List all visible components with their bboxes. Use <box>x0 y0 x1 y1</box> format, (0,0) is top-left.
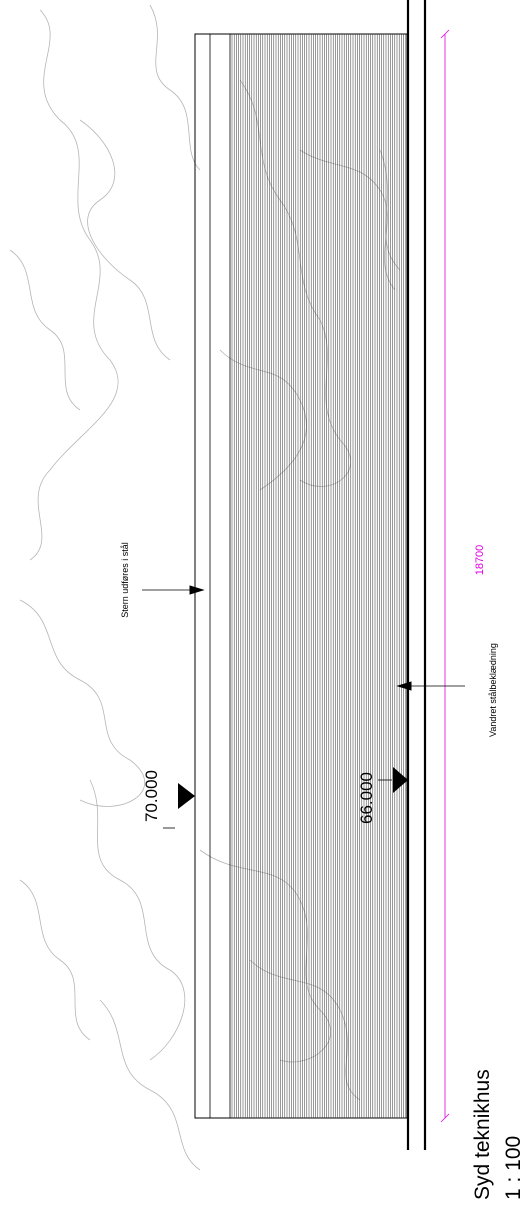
level-top-label: 70.000 <box>142 770 161 822</box>
building-elevation <box>194 33 408 1119</box>
stern-leader <box>142 585 205 595</box>
cladding-note: Vandret stålbeklædning <box>488 643 498 737</box>
horizontal-steel-cladding <box>231 34 407 1118</box>
dimension-line <box>440 29 450 1123</box>
level-marker-ground <box>378 767 408 793</box>
level-marker-top <box>163 783 195 829</box>
level-ground-label: 66.000 <box>357 772 376 824</box>
background-trees <box>9 4 401 1171</box>
stern-note: Stern udføres i stål <box>120 542 130 618</box>
dimension-length: 18700 <box>474 545 486 576</box>
drawing-scale: 1 : 100 <box>502 1136 525 1200</box>
ground-lines <box>406 0 427 1150</box>
cladding-leader <box>396 681 465 691</box>
drawing-title: Syd teknikhus <box>471 1069 494 1200</box>
